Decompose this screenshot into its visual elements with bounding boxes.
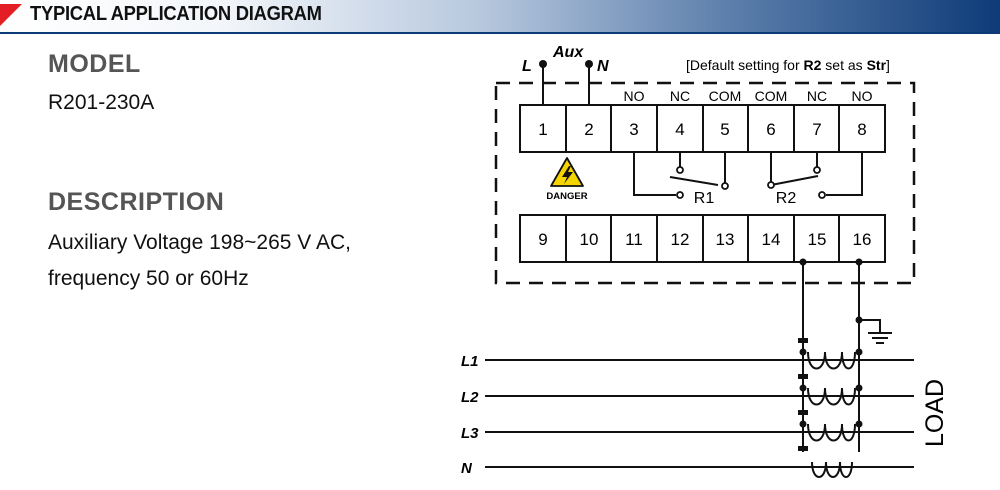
- relay-r1-label: R1: [694, 190, 715, 207]
- terminal-label-4: NC: [670, 88, 690, 104]
- danger-warning-icon: DANGER: [546, 157, 588, 202]
- terminal-label-3: NO: [624, 88, 645, 104]
- terminal-15: 15: [808, 230, 827, 249]
- supply-label-aux: Aux: [552, 44, 584, 61]
- ct-markers: [798, 338, 863, 451]
- bottom-terminal-block: 9 10 11 12 13 14 15 16: [519, 214, 886, 263]
- terminal-16: 16: [853, 230, 872, 249]
- description-line-2: frequency 50 or 60Hz: [48, 267, 249, 290]
- top-terminal-block: 1 2 3 4 5 6 7 8: [519, 104, 886, 153]
- supply-dot-l: [539, 60, 547, 68]
- default-setting-note: [Default setting for R2 set as Str]: [686, 57, 890, 73]
- supply-dot-n: [585, 60, 593, 68]
- phase-label-n: N: [461, 460, 473, 477]
- danger-label: DANGER: [546, 191, 587, 202]
- terminal-8: 8: [857, 120, 866, 139]
- terminal-label-7: NC: [807, 88, 827, 104]
- terminal-11: 11: [625, 230, 643, 249]
- relay-r1-contacts: [633, 152, 726, 196]
- header-rule: [0, 32, 1000, 34]
- terminal-5: 5: [720, 120, 729, 139]
- model-heading: MODEL: [48, 50, 141, 78]
- ground-icon: [855, 316, 863, 324]
- supply-label-line: L: [522, 58, 532, 75]
- description-heading: DESCRIPTION: [48, 188, 225, 216]
- model-value: R201-230A: [48, 91, 155, 114]
- terminal-10: 10: [580, 230, 599, 249]
- description-line-1: Auxiliary Voltage 198~265 V AC,: [48, 231, 351, 254]
- top-terminal-labels: NO NC COM COM NC NO: [624, 88, 873, 104]
- terminal-12: 12: [671, 230, 690, 249]
- terminal-6: 6: [766, 120, 775, 139]
- header-bar: [0, 0, 1000, 32]
- terminal-13: 13: [716, 230, 735, 249]
- supply-label-neutral: N: [597, 58, 609, 75]
- phase-label-l3: L3: [461, 425, 479, 442]
- terminal-label-8: NO: [852, 88, 873, 104]
- current-transformer-coils: [807, 351, 856, 478]
- relay-r2-contacts: [770, 152, 863, 196]
- relay-enclosure: [494, 81, 916, 285]
- terminal-label-5: COM: [709, 88, 742, 104]
- terminal-14: 14: [762, 230, 781, 249]
- terminal-label-6: COM: [755, 88, 788, 104]
- terminal-3: 3: [629, 120, 638, 139]
- terminal-9: 9: [538, 230, 547, 249]
- ct-secondary-wiring: [802, 262, 892, 452]
- header-accent-flag: [0, 4, 22, 26]
- page-title: TYPICAL APPLICATION DIAGRAM: [30, 3, 322, 25]
- terminal-2: 2: [584, 120, 593, 139]
- phase-label-l1: L1: [461, 353, 479, 370]
- terminal-4: 4: [675, 120, 684, 139]
- load-label: LOAD: [921, 379, 949, 447]
- terminal-7: 7: [812, 120, 821, 139]
- phase-label-l2: L2: [461, 389, 479, 406]
- phase-lines: [485, 359, 914, 468]
- relay-r2-label: R2: [776, 190, 797, 207]
- terminal-1: 1: [538, 120, 547, 139]
